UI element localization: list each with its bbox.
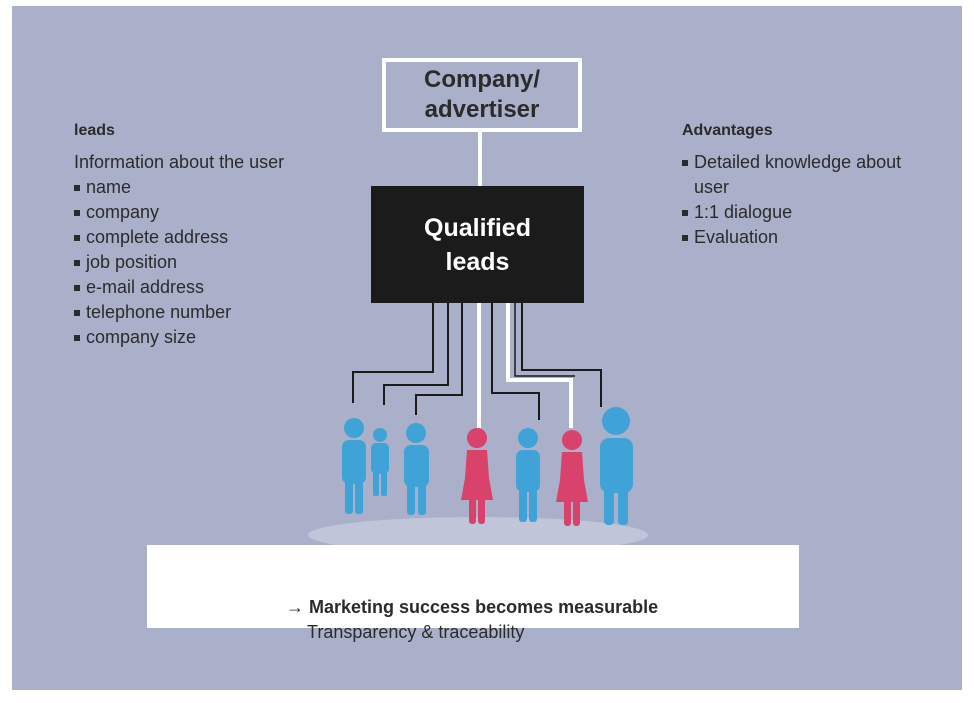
person-male-5: [600, 407, 633, 525]
connector-person-2: [383, 303, 449, 405]
leads-list: name company complete address job positi…: [74, 175, 284, 350]
person-male-4: [516, 428, 540, 522]
advantages-item: Evaluation: [682, 225, 924, 250]
advantages-heading: Advantages: [682, 122, 773, 139]
footer-subline: Transparency & traceability: [307, 622, 525, 642]
leads-item: company: [74, 200, 284, 225]
leads-item: complete address: [74, 225, 284, 250]
company-line2: advertiser: [424, 96, 540, 123]
connector-person-3: [415, 303, 463, 415]
leads-item: job position: [74, 250, 284, 275]
advantages-section: Advantages Detailed knowledge about user…: [682, 122, 924, 250]
qualified-leads-box: Qualified leads: [371, 186, 584, 303]
advantages-item: 1:1 dialogue: [682, 200, 924, 225]
leads-heading: leads: [74, 122, 115, 139]
connector-person-7: [521, 303, 602, 407]
leads-subheading: Information about the user: [74, 152, 285, 172]
person-male-1: [342, 418, 366, 514]
person-male-3: [404, 423, 429, 515]
qualified-line2: leads: [445, 247, 510, 276]
leads-item: company size: [74, 325, 284, 350]
leads-item: telephone number: [74, 300, 284, 325]
qualified-line1: Qualified: [424, 213, 531, 242]
company-line1: Company/: [423, 66, 540, 93]
footer-box: [147, 545, 799, 628]
person-female-1: [461, 428, 493, 524]
advantages-list: Detailed knowledge about user 1:1 dialog…: [682, 150, 924, 250]
footer-text: → Marketing success becomes measurable T…: [286, 595, 658, 645]
connector-person-6: [506, 303, 573, 428]
footer-headline: → Marketing success becomes measurable: [286, 597, 659, 617]
advantages-item: Detailed knowledge about user: [682, 150, 924, 200]
person-female-2: [556, 430, 588, 526]
company-advertiser-box: Company/ advertiser: [382, 58, 582, 132]
leads-item: e-mail address: [74, 275, 284, 300]
person-male-2: [371, 428, 389, 496]
connector-person-1: [352, 303, 434, 403]
leads-section: leads Information about the user name co…: [74, 122, 284, 350]
leads-item: name: [74, 175, 284, 200]
connector-person-5: [491, 303, 540, 420]
